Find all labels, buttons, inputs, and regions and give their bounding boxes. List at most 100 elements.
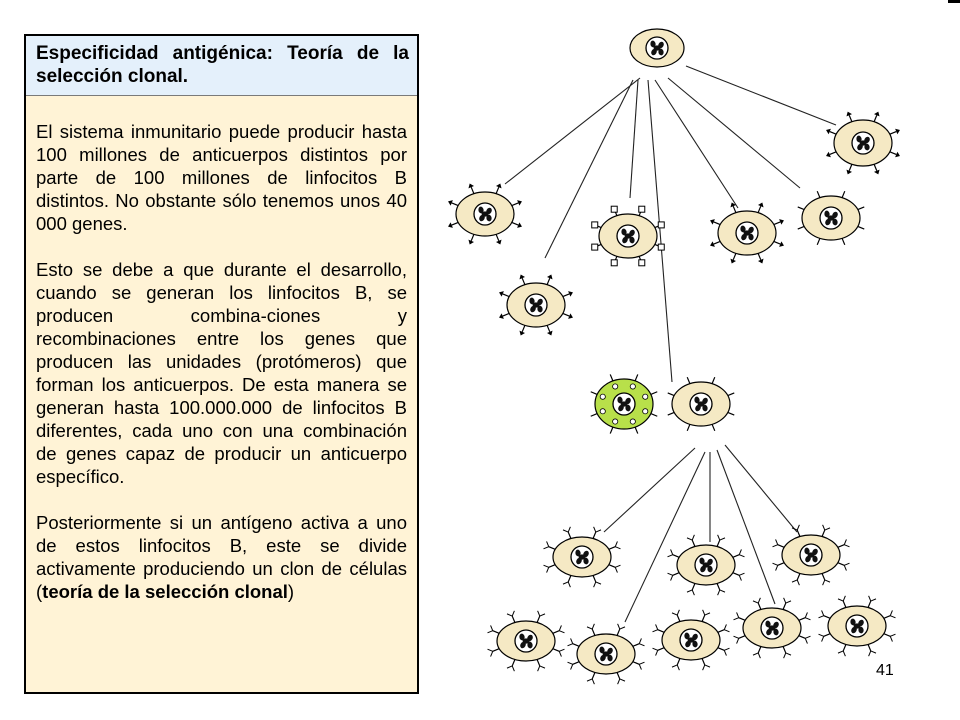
receptor-fork [738,575,742,581]
receptor-fork [824,579,831,583]
chromatin [624,233,632,239]
chromatin [602,651,610,657]
paragraph-3: Posteriormente si un antígeno activa a u… [36,511,407,603]
receptor-head [730,258,736,264]
chromatin [699,557,705,565]
receptor-stalk [883,633,891,637]
receptor-fork [511,665,515,672]
connector-line [603,447,696,533]
receptor-stalk [889,130,897,135]
receptor-stalk [492,630,500,634]
chromatin [537,305,543,313]
receptor-fork [562,581,569,585]
receptor-fork [686,537,693,541]
chromatin [618,404,624,412]
receptor-head [610,259,618,267]
lymphocyte-cell [499,274,573,336]
receptor-fork [559,630,565,634]
lymphocyte-cell [818,595,896,657]
receptor-stalk [798,635,806,639]
receptor-fork [614,541,618,547]
receptor-stalk [837,562,845,566]
receptor-stalk [451,221,459,226]
receptor-fork [804,638,808,644]
receptor-stalk [848,115,853,122]
receptor-stalk [796,573,801,581]
receptor-stalk [773,221,781,226]
receptor-stalk [857,206,865,211]
receptor-fork [724,629,730,633]
receptor-stalk [667,392,675,397]
receptor-stalk [495,234,500,242]
connector-line [667,77,801,189]
chromatin [851,626,857,634]
receptor-head [568,291,573,297]
receptor-head [496,239,502,245]
receptor-stalk [757,253,762,261]
receptor-stalk [782,646,787,654]
receptor-fork [868,595,872,602]
receptor-stalk [757,205,762,213]
receptor-stalk [495,186,500,194]
receptor-fork [570,638,574,644]
receptor-stalk [717,647,725,651]
receptor-stalk [691,583,696,591]
receptor-stalk [470,186,475,194]
receptor-fork [752,652,759,656]
chromatin [702,404,708,412]
receptor-stalk [591,628,596,636]
receptor-fork [796,524,800,531]
receptor-stalk [590,413,598,417]
receptor-fork [686,589,693,593]
chromatin [530,305,536,313]
receptor-fork [739,572,745,576]
chromatin [651,48,657,56]
chromatin [859,140,867,146]
receptor-fork [785,652,792,656]
receptor-stalk [492,648,500,652]
receptor-stalk [716,539,721,547]
receptor-stalk [667,411,675,416]
paragraph-3-end: ) [287,581,295,602]
lymphocyte-cell [590,374,658,434]
receptor-fork [506,613,513,617]
receptor-fork [719,589,726,593]
receptor-fork [702,664,706,671]
receptor-head [657,221,665,229]
lymphocyte-cell [667,376,735,432]
chromatin [748,233,754,241]
receptor-head [468,183,474,189]
connector-line [647,79,673,383]
chromatin [519,633,525,641]
receptor-fork [889,610,893,616]
chromatin [650,40,656,48]
receptor-fork [868,650,872,657]
receptor-stalk [711,424,716,432]
receptor-fork [676,664,680,671]
receptor-fork [736,638,740,644]
receptor-stalk [536,659,541,667]
receptor-fork [842,595,846,602]
chromatin [684,632,690,640]
receptor-head [895,128,900,135]
receptor-fork [670,549,674,555]
page-number: 41 [876,662,894,679]
receptor-fork [733,635,739,639]
chromatin [807,552,815,558]
receptor-fork [739,554,745,558]
receptor-head [591,221,599,229]
receptor-stalk [511,615,516,623]
chromatin [692,640,698,648]
receptor-head [846,111,852,117]
receptor-fork [593,581,597,588]
receptor-fork [638,638,642,644]
receptor-stalk [798,617,806,621]
receptor-fork [652,647,658,651]
receptor-stalk [616,672,621,680]
chromatin [700,565,706,573]
chromatin [697,401,705,407]
chromatin [864,143,870,151]
receptor-fork [511,610,515,617]
receptor-fork [772,562,778,566]
receptor-head [499,313,504,319]
